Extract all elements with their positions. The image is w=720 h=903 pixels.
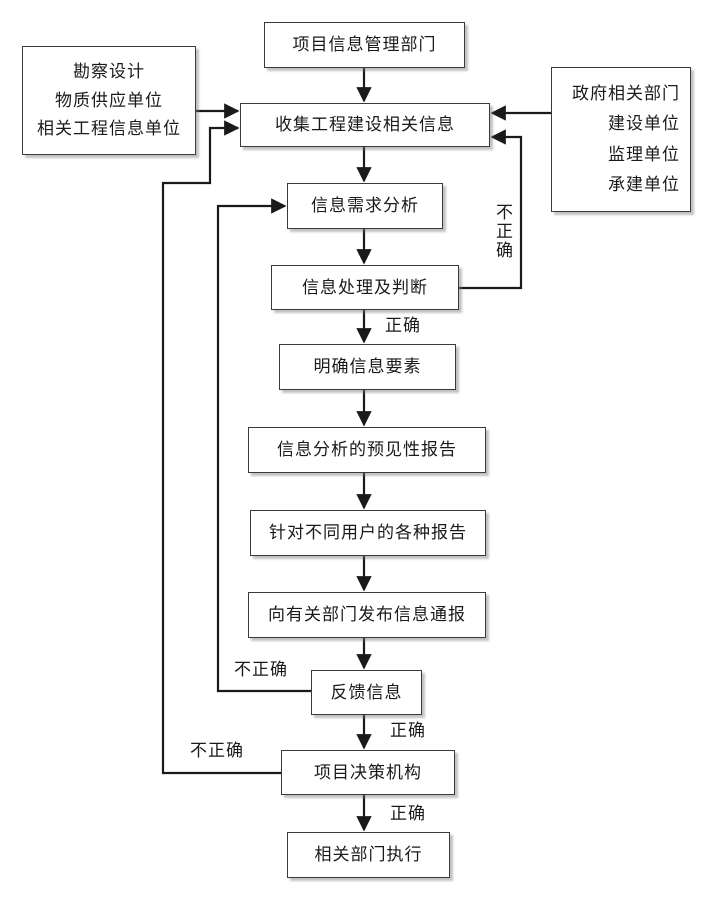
node-label: 向有关部门发布信息通报 [268,605,466,625]
node-label: 反馈信息 [330,682,403,702]
node-label: 信息分析的预见性报告 [277,440,457,460]
node-project-decision-body[interactable]: 项目决策机构 [281,750,455,795]
node-label: 建设单位 [608,114,680,134]
node-label: 物质供应单位 [55,90,163,110]
label-incorrect-feedback: 不正确 [234,660,288,679]
label-incorrect-decision: 不正确 [190,741,244,760]
node-label: 勘察设计 [73,61,145,81]
node-information-processing-judgement[interactable]: 信息处理及判断 [271,265,459,310]
node-clarify-information-elements[interactable]: 明确信息要素 [279,344,456,390]
node-label: 相关部门执行 [314,845,423,865]
node-label: 收集工程建设相关信息 [275,115,455,135]
node-label: 信息处理及判断 [302,277,428,297]
connector-decision-incorrect-to-collect [161,120,281,775]
label-incorrect-processing: 不正确 [493,203,512,260]
node-label: 承建单位 [608,174,680,194]
node-relevant-departments-execute[interactable]: 相关部门执行 [287,832,450,878]
node-predictive-analysis-report[interactable]: 信息分析的预见性报告 [248,427,486,473]
label-correct-feedback: 正确 [390,721,426,740]
node-label: 政府相关部门 [572,84,680,104]
node-information-demand-analysis[interactable]: 信息需求分析 [287,183,443,229]
node-label: 针对不同用户的各种报告 [269,523,467,543]
node-collect-construction-info[interactable]: 收集工程建设相关信息 [240,103,490,147]
node-label: 信息需求分析 [311,196,419,216]
node-label: 明确信息要素 [313,357,422,377]
label-correct-processing: 正确 [385,316,421,335]
label-correct-decision: 正确 [390,804,426,823]
connector-feedback-incorrect-to-demand [216,198,311,693]
node-project-info-management-dept[interactable]: 项目信息管理部门 [264,22,465,68]
node-label: 项目决策机构 [314,762,422,782]
node-source-units-right[interactable]: 政府相关部门建设单位监理单位承建单位 [551,67,691,212]
node-label: 监理单位 [608,144,680,164]
node-publish-information-bulletin[interactable]: 向有关部门发布信息通报 [248,592,486,638]
node-feedback-information[interactable]: 反馈信息 [311,670,422,715]
connector-process-incorrect-to-collect [459,129,523,290]
node-label: 项目信息管理部门 [292,35,437,55]
node-label: 相关工程信息单位 [37,119,181,139]
node-source-units-left[interactable]: 勘察设计物质供应单位相关工程信息单位 [22,46,196,155]
node-user-specific-reports[interactable]: 针对不同用户的各种报告 [250,510,486,556]
